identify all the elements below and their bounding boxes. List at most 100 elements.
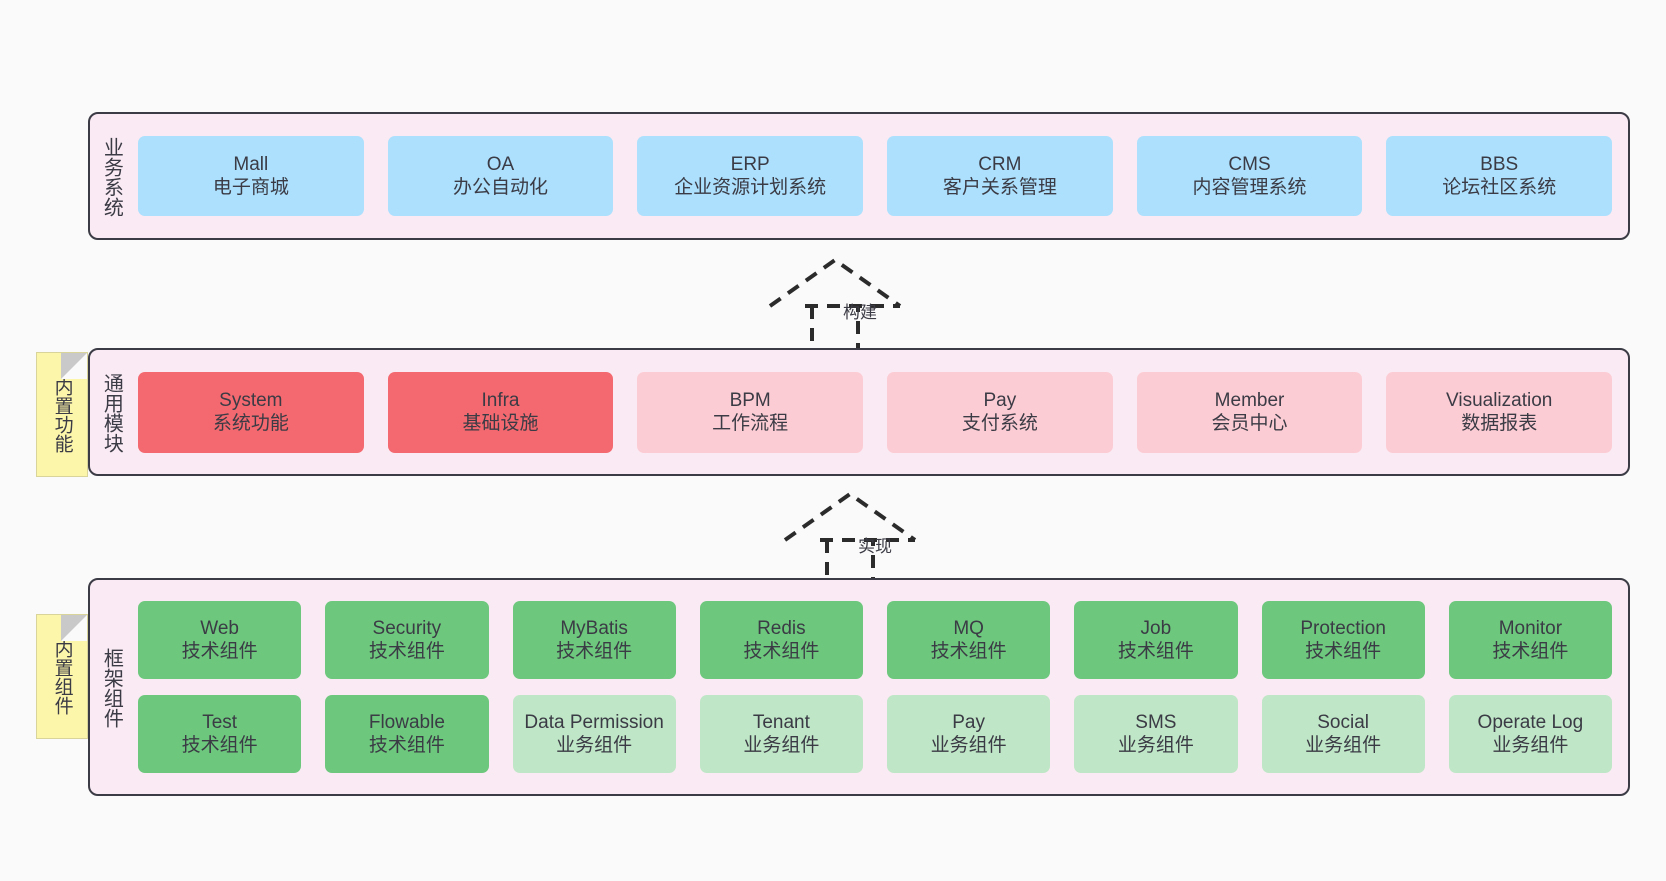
- module-box-desc: 业务组件: [1305, 735, 1382, 756]
- module-box-name: System: [219, 389, 283, 411]
- module-box-desc: 技术组件: [1305, 641, 1382, 662]
- module-box-name: SMS: [1135, 711, 1177, 733]
- module-box-name: Security: [372, 617, 442, 639]
- module-box-name: BBS: [1480, 153, 1519, 175]
- module-box-desc: 业务组件: [743, 735, 820, 756]
- module-box-name: Visualization: [1446, 389, 1553, 411]
- module-box-name: CMS: [1228, 153, 1271, 175]
- module-box-desc: 系统功能: [212, 413, 289, 434]
- module-box-name: ERP: [730, 153, 770, 175]
- module-box-name: Flowable: [368, 711, 445, 733]
- module-box-desc: 技术组件: [181, 641, 258, 662]
- module-box-name: BPM: [729, 389, 771, 411]
- module-box-desc: 基础设施: [462, 413, 539, 434]
- module-box-name: Pay: [983, 389, 1017, 411]
- module-box-desc: 技术组件: [1117, 641, 1194, 662]
- connector-implement: 实现: [775, 490, 975, 590]
- module-box-desc: 技术组件: [556, 641, 633, 662]
- module-box-name: CRM: [978, 153, 1022, 175]
- module-box-desc: 业务组件: [556, 735, 633, 756]
- module-box-name: MQ: [953, 617, 984, 639]
- module-box-desc: 电子商城: [212, 177, 289, 198]
- layer-title-business: 业务系统: [100, 137, 123, 217]
- layer-title-framework: 框架组件: [100, 648, 123, 728]
- note-builtin-components: 内置组件: [36, 614, 88, 739]
- module-box-name: Job: [1140, 617, 1172, 639]
- module-box-desc: 技术组件: [181, 735, 258, 756]
- module-box-desc: 技术组件: [368, 735, 445, 756]
- module-box-name: Tenant: [752, 711, 810, 733]
- module-box-desc: 业务组件: [1117, 735, 1194, 756]
- module-box-desc: 支付系统: [961, 413, 1038, 434]
- module-box-desc: 数据报表: [1461, 413, 1538, 434]
- module-box-desc: 技术组件: [930, 641, 1007, 662]
- module-box-name: Monitor: [1498, 617, 1563, 639]
- module-box-desc: 业务组件: [1492, 735, 1569, 756]
- module-box-name: Pay: [952, 711, 985, 733]
- module-box-desc: 工作流程: [712, 413, 789, 434]
- module-box-desc: 技术组件: [1492, 641, 1569, 662]
- module-box-name: Infra: [481, 389, 520, 411]
- connector-implement-label: 实现: [858, 537, 892, 556]
- module-box-name: Operate Log: [1477, 711, 1584, 733]
- module-box-desc: 企业资源计划系统: [674, 177, 827, 198]
- module-box-name: Member: [1214, 389, 1285, 411]
- module-box-desc: 会员中心: [1211, 413, 1288, 434]
- module-box-desc: 业务组件: [930, 735, 1007, 756]
- module-box-desc: 技术组件: [368, 641, 445, 662]
- module-box-desc: 论坛社区系统: [1442, 177, 1557, 198]
- module-box-name: MyBatis: [560, 617, 628, 639]
- module-box-name: Data Permission: [524, 711, 664, 733]
- module-box-name: Mall: [233, 153, 269, 175]
- connector-build-label: 构建: [843, 303, 877, 322]
- connector-build: 构建: [760, 256, 960, 356]
- module-box-desc: 技术组件: [743, 641, 820, 662]
- module-box-desc: 客户关系管理: [942, 177, 1057, 198]
- module-box-name: Web: [200, 617, 239, 639]
- module-box-desc: 办公自动化: [453, 177, 549, 198]
- module-box-name: Protection: [1300, 617, 1386, 639]
- module-box-desc: 内容管理系统: [1192, 177, 1307, 198]
- note-builtin-functions: 内置功能: [36, 352, 88, 477]
- module-box-name: OA: [486, 153, 515, 175]
- layer-title-modules: 通用模块: [100, 373, 123, 453]
- module-box-name: Redis: [757, 617, 806, 639]
